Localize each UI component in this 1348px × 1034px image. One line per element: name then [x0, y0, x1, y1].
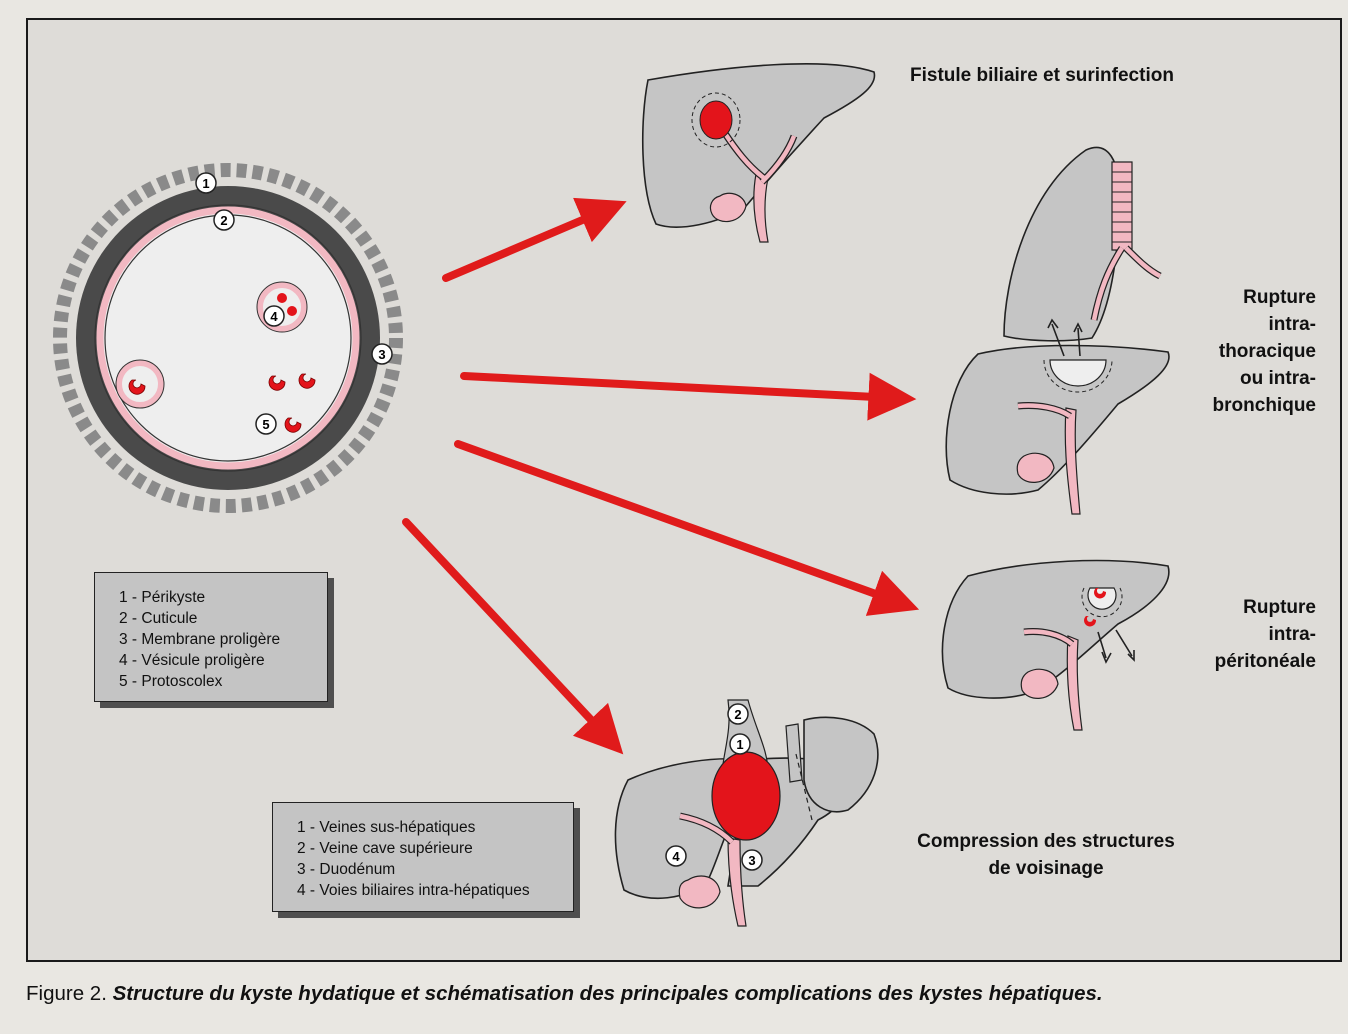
caption-prefix: Figure 2. [26, 982, 107, 1005]
marker-veines: 1 [730, 734, 750, 754]
arrow-to-peritoneale [458, 444, 898, 602]
marker-text-c4: 4 [672, 849, 680, 864]
arrow-to-thoracique [464, 376, 894, 398]
compressing-cyst [712, 752, 780, 840]
legend-item: 4 - Voies biliaires intra-hépatiques [297, 880, 573, 901]
marker-text-1: 1 [202, 176, 209, 191]
marker-membrane: 3 [372, 344, 392, 364]
caption-body: Structure du kyste hydatique et schémati… [113, 982, 1103, 1005]
label-line: intra- [1156, 311, 1316, 338]
germinal-membrane [100, 210, 356, 466]
label-rupture-intra-thoracique: Rupture intra- thoracique ou intra- bron… [1156, 284, 1316, 419]
marker-text-3: 3 [378, 347, 385, 362]
liver-thoracique-illustration [946, 147, 1169, 514]
label-line: péritonéale [1156, 648, 1316, 675]
legend-item: 2 - Cuticule [119, 608, 327, 629]
marker-veine-cave: 2 [728, 704, 748, 724]
liver-fistule-illustration [643, 64, 875, 242]
legend-item: 5 - Protoscolex [119, 671, 327, 692]
legend-item: 2 - Veine cave supérieure [297, 838, 573, 859]
arrow-to-compression [406, 522, 608, 738]
legend-item: 1 - Veines sus-hépatiques [297, 817, 573, 838]
label-line: de voisinage [876, 855, 1216, 882]
marker-text-2: 2 [220, 213, 227, 228]
legend-cyst-structure: 1 - Périkyste 2 - Cuticule 3 - Membrane … [94, 572, 328, 702]
wall-brood-capsule [116, 360, 164, 408]
legend-item: 3 - Duodénum [297, 859, 573, 880]
complication-arrows [406, 210, 898, 738]
label-compression: Compression des structures de voisinage [876, 828, 1216, 882]
arrow-to-fistule [446, 210, 606, 278]
marker-text-c1: 1 [736, 737, 743, 752]
label-line: Rupture [1156, 594, 1316, 621]
liver-peritoneale-illustration [942, 561, 1168, 730]
diagram-canvas: 1 2 3 4 5 [28, 20, 1342, 962]
legend-compression: 1 - Veines sus-hépatiques 2 - Veine cave… [272, 802, 574, 912]
figure-frame: 1 2 3 4 5 [26, 18, 1342, 962]
marker-cuticule: 2 [214, 210, 234, 230]
marker-text-4: 4 [270, 309, 278, 324]
marker-vesicule: 4 [264, 306, 284, 326]
marker-protoscolex: 5 [256, 414, 276, 434]
label-line: Compression des structures [876, 828, 1216, 855]
vesicule-proligere [257, 282, 307, 332]
marker-perikyste: 1 [196, 173, 216, 193]
cyst-structure-diagram: 1 2 3 4 5 [60, 170, 396, 506]
marker-voies-biliaires: 4 [666, 846, 686, 866]
figure-caption: Figure 2. Structure du kyste hydatique e… [26, 982, 1336, 1006]
marker-text-5: 5 [262, 417, 269, 432]
label-rupture-intra-peritoneale: Rupture intra- péritonéale [1156, 594, 1316, 675]
label-line: thoracique [1156, 338, 1316, 365]
liver-compression-illustration: 1 2 3 4 [615, 700, 877, 926]
marker-text-c2: 2 [734, 707, 741, 722]
label-line: Rupture [1156, 284, 1316, 311]
label-fistule-biliaire: Fistule biliaire et surinfection [910, 62, 1250, 89]
marker-duodenum: 3 [742, 850, 762, 870]
marker-text-c3: 3 [748, 853, 755, 868]
legend-item: 3 - Membrane proligère [119, 629, 327, 650]
legend-item: 1 - Périkyste [119, 587, 327, 608]
legend-item: 4 - Vésicule proligère [119, 650, 327, 671]
label-line: intra- [1156, 621, 1316, 648]
label-line: ou intra- [1156, 365, 1316, 392]
label-line: bronchique [1156, 392, 1316, 419]
